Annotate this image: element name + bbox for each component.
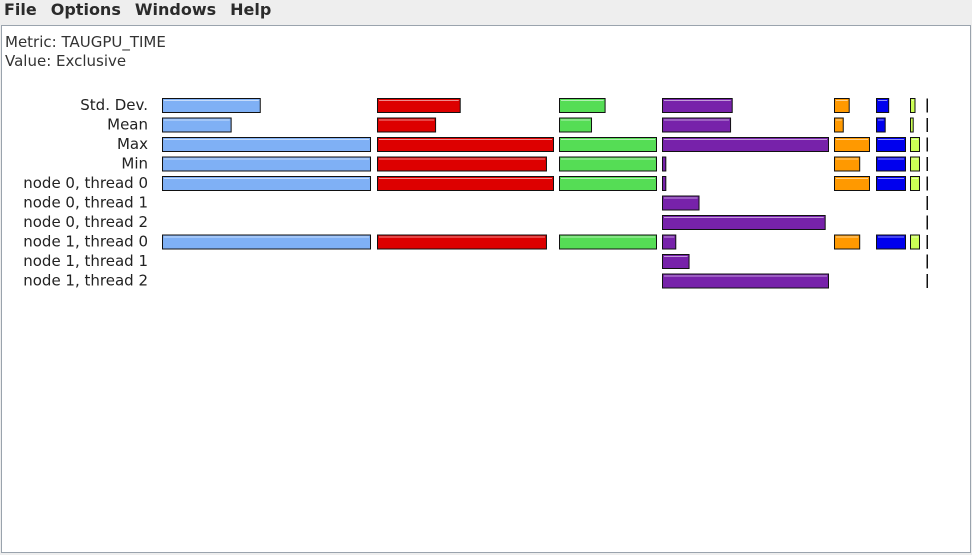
row-label: Min [121,155,148,173]
bar[interactable] [876,176,906,191]
bar[interactable] [876,234,906,250]
bar[interactable] [162,156,371,172]
bar[interactable] [926,196,929,210]
bar[interactable] [162,234,371,250]
bar[interactable] [559,156,657,172]
bar[interactable] [834,176,870,191]
value-label: Value: Exclusive [5,52,127,70]
row-label: node 0, thread 0 [23,174,148,192]
bar[interactable] [162,98,261,113]
bar[interactable] [926,274,929,288]
bar[interactable] [926,137,929,152]
bar[interactable] [926,157,929,171]
row-label: node 1, thread 0 [23,233,148,251]
chart-panel: Metric: TAUGPU_TIME Value: Exclusive Std… [1,25,971,553]
bar[interactable] [377,176,554,191]
bar[interactable] [559,234,657,250]
menu-options[interactable]: Options [50,0,121,19]
bar[interactable] [377,137,554,152]
bar[interactable] [377,117,437,133]
bar[interactable] [926,215,929,230]
bar[interactable] [834,98,850,113]
bar[interactable] [910,156,920,172]
bar[interactable] [876,98,890,113]
bar[interactable] [926,98,929,113]
bar[interactable] [559,98,606,113]
bar[interactable] [377,234,547,250]
bar[interactable] [926,254,929,269]
menu-bar: File Options Windows Help [0,0,972,24]
bar[interactable] [910,176,920,191]
bar[interactable] [662,156,667,172]
bar[interactable] [876,137,906,152]
bar[interactable] [662,254,690,269]
bar[interactable] [926,235,929,249]
bar[interactable] [662,176,667,191]
bar[interactable] [662,234,677,250]
bar[interactable] [910,98,916,113]
bar[interactable] [162,137,371,152]
bar[interactable] [162,117,232,133]
bar[interactable] [377,156,547,172]
bar[interactable] [377,98,461,113]
row-label: node 0, thread 1 [23,194,148,212]
bar[interactable] [876,156,906,172]
bar[interactable] [662,195,700,211]
menu-file[interactable]: File [4,0,37,19]
row-label: node 1, thread 2 [23,272,148,290]
menu-help[interactable]: Help [230,0,272,19]
bar[interactable] [662,137,829,152]
bar[interactable] [876,117,886,133]
row-label: node 0, thread 2 [23,213,148,231]
bar[interactable] [834,117,844,133]
bar[interactable] [662,215,826,230]
bar[interactable] [559,176,657,191]
bar[interactable] [834,234,861,250]
menu-windows[interactable]: Windows [134,0,217,19]
bar[interactable] [834,156,861,172]
metric-label: Metric: TAUGPU_TIME [5,33,166,51]
row-label: Mean [107,116,148,134]
bar[interactable] [559,117,593,133]
bar[interactable] [926,118,929,132]
bar[interactable] [662,117,732,133]
row-label: node 1, thread 1 [23,252,148,270]
bar[interactable] [926,176,929,191]
row-label: Std. Dev. [80,96,148,114]
bar[interactable] [910,137,920,152]
bar[interactable] [162,176,371,191]
bar[interactable] [662,98,733,113]
row-label: Max [117,135,148,153]
bar[interactable] [834,137,870,152]
bar[interactable] [662,273,829,289]
bar[interactable] [910,117,914,133]
bar[interactable] [559,137,657,152]
bar[interactable] [910,234,920,250]
